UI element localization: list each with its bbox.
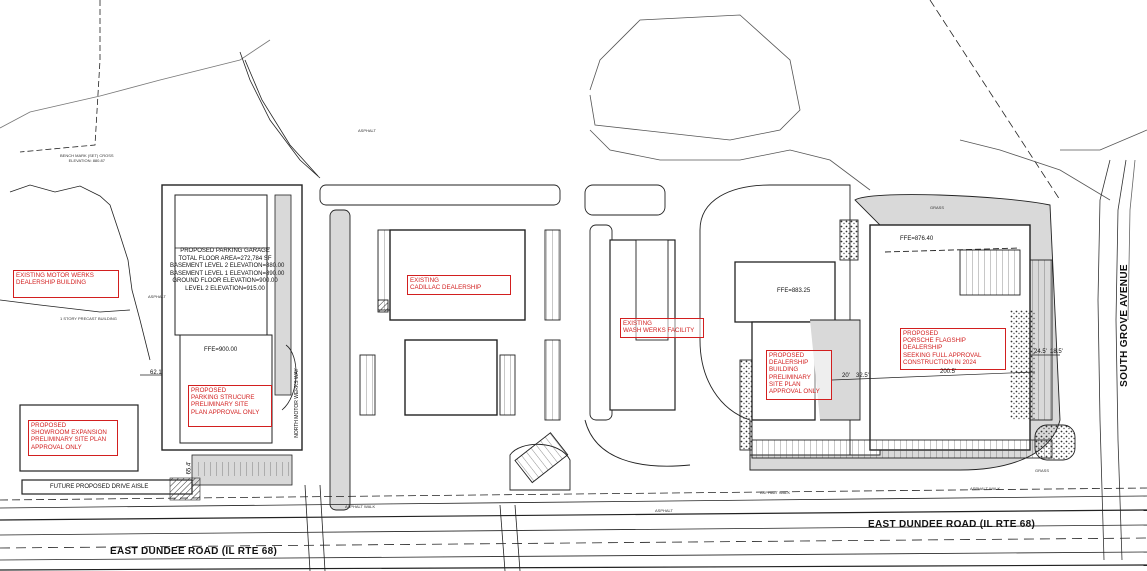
- east-dundee-road: [0, 484, 1147, 571]
- callout-showroom: PROPOSED SHOWROOM EXPANSION PRELIMINARY …: [28, 420, 118, 456]
- callout-line: PROPOSED: [769, 352, 805, 359]
- dimension-65-4: 65.4': [186, 461, 193, 475]
- callout-line: PARKING STRUCURE: [191, 394, 255, 402]
- grass-label-2: GRASS: [1035, 468, 1050, 473]
- callout-line: CONSTRUCTION IN 2024: [903, 358, 977, 366]
- asphalt-walk-label-1: ASPHALT WALK: [345, 504, 376, 509]
- garage-note-line: PROPOSED PARKING GARAGE: [180, 248, 270, 254]
- asphalt-label-1: ASPHALT: [148, 294, 166, 299]
- callout-line: PROPOSED: [903, 330, 939, 337]
- callout-line: PROPOSED: [191, 387, 227, 394]
- callout-line: PORSCHE FLAGSHIP: [903, 337, 966, 345]
- garage-note-line: GROUND FLOOR ELEVATION=900.00: [172, 278, 278, 284]
- callout-line: PRELIMINARY SITE PLAN: [31, 436, 107, 444]
- parking-garage: [161, 184, 303, 486]
- callout-line: WASH WERKS FACILITY: [623, 327, 695, 335]
- callout-line: PRELIMINARY SITE: [191, 401, 249, 409]
- dimension-20: 20': [842, 373, 850, 379]
- callout-line: APPROVAL ONLY: [31, 443, 82, 451]
- callout-wash-werks: EXISTING WASH WERKS FACILITY: [620, 318, 704, 338]
- motor-werks-building-outline: [0, 184, 151, 361]
- dimension-200-5: 200.5': [940, 369, 957, 375]
- benchmark-label: BENCH MARK (SET) CROSS ELEVATION: 880.87: [60, 153, 114, 163]
- asphalt-walk-label-2: ASPHALT WALK: [760, 490, 791, 495]
- callout-line: DEALERSHIP: [903, 344, 943, 352]
- callout-motor-werks: EXISTING MOTOR WERKS DEALERSHIP BUILDING: [13, 270, 119, 298]
- south-grove-avenue-label: SOUTH GROVE AVENUE: [1118, 264, 1130, 387]
- dimension-32-5: 32.5': [856, 373, 869, 379]
- garage-note-line: BASEMENT LEVEL 1 ELEVATION=890.00: [170, 270, 285, 277]
- hatched-pad: [169, 477, 201, 501]
- grass-label-1: GRASS: [930, 205, 945, 210]
- precast-building-label: 1 STORY PRECAST BUILDING: [60, 316, 117, 321]
- dimension-24-5: 24.5': [1034, 349, 1047, 355]
- callout-parking-structure: PROPOSED PARKING STRUCURE PRELIMINARY SI…: [188, 385, 272, 427]
- callout-porsche: PROPOSED PORSCHE FLAGSHIP DEALERSHIP SEE…: [900, 328, 1006, 370]
- east-dundee-road-label-left: EAST DUNDEE ROAD (IL RTE 68): [110, 546, 278, 557]
- callout-line: PLAN APPROVAL ONLY: [191, 408, 260, 416]
- dimension-lines: [140, 354, 1060, 381]
- callout-line: EXISTING: [410, 277, 439, 284]
- asphalt-label-2: ASPHALT: [358, 128, 376, 133]
- benchmark-line: BENCH MARK (SET) CROSS: [60, 153, 114, 158]
- callout-line: EXISTING: [623, 320, 652, 327]
- callout-line: SHOWROOM EXPANSION: [31, 429, 107, 437]
- garage-note-line: BASEMENT LEVEL 2 ELEVATION=880.00: [170, 263, 285, 269]
- callout-line: CADILLAC DEALERSHIP: [410, 284, 482, 292]
- benchmark-line: ELEVATION: 880.87: [68, 158, 105, 163]
- callout-line: PROPOSED: [31, 422, 67, 429]
- garage-notes: PROPOSED PARKING GARAGE TOTAL FLOOR AREA…: [170, 248, 285, 293]
- asphalt-label-3: ASPHALT: [655, 508, 673, 513]
- ffe-dealership: FFE=883.25: [777, 288, 811, 294]
- cadillac-lot: [319, 184, 571, 511]
- callout-line: SEEKING FULL APPROVAL: [903, 351, 982, 359]
- ffe-garage: FFE=900.00: [204, 347, 238, 353]
- garage-note-line: LEVEL 2 ELEVATION=915.00: [185, 285, 265, 292]
- porsche-lot: [699, 184, 1076, 471]
- callout-line: APPROVAL ONLY: [769, 388, 820, 396]
- callout-line: PRELIMINARY: [769, 373, 811, 381]
- callout-line: BUILDING: [769, 366, 799, 374]
- east-dundee-road-label-right: EAST DUNDEE ROAD (IL RTE 68): [868, 519, 1036, 530]
- callout-line: DEALERSHIP BUILDING: [16, 279, 87, 287]
- north-motor-werks-way-label: NORTH MOTOR WERKS WAY: [293, 368, 300, 438]
- callout-line: EXISTING MOTOR WERKS: [16, 272, 94, 279]
- callout-dealership: PROPOSED DEALERSHIP BUILDING PRELIMINARY…: [766, 350, 832, 400]
- dimension-62-1: 62.1': [150, 370, 163, 376]
- callout-line: DEALERSHIP: [769, 359, 809, 367]
- ffe-porsche: FFE=876.40: [900, 236, 934, 242]
- callout-line: SITE PLAN: [769, 380, 801, 388]
- dimension-18-5: 18.5': [1050, 349, 1063, 355]
- asphalt-walk-label-3: ASPHALT WALK: [970, 486, 1001, 491]
- future-drive-aisle-label: FUTURE PROPOSED DRIVE AISLE: [50, 484, 149, 490]
- callout-cadillac: EXISTING CADILLAC DEALERSHIP: [407, 275, 511, 295]
- garage-note-line: TOTAL FLOOR AREA=272,784 SF: [178, 255, 272, 262]
